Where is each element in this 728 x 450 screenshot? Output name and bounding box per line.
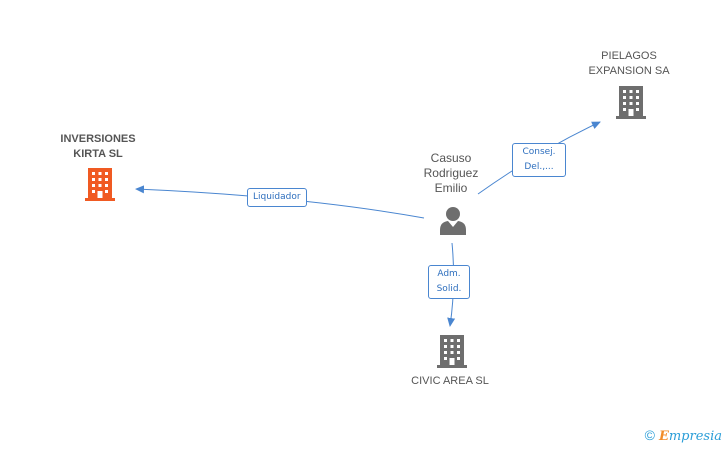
person-name[interactable]: Casuso Rodriguez Emilio	[423, 151, 479, 195]
relation-label-civic[interactable]: Adm. Solid.	[428, 265, 470, 299]
building-icon[interactable]	[436, 333, 468, 369]
brand-initial: E	[658, 429, 669, 444]
building-icon[interactable]	[84, 166, 116, 202]
relation-label-pielagos[interactable]: Consej. Del.,...	[512, 143, 566, 177]
company-name-pielagos[interactable]: PIELAGOS EXPANSION SA	[588, 50, 670, 77]
company-name-inversiones[interactable]: INVERSIONES KIRTA SL	[60, 133, 136, 160]
person-icon[interactable]	[438, 205, 468, 235]
building-icon[interactable]	[615, 84, 647, 120]
relation-label-inversiones[interactable]: Liquidador	[247, 188, 307, 207]
company-name-civic[interactable]: CIVIC AREA SL	[411, 375, 489, 387]
copyright-brand: ©Empresia	[645, 427, 722, 444]
copyright-icon: ©	[644, 427, 655, 443]
brand-name: mpresia	[668, 429, 722, 444]
